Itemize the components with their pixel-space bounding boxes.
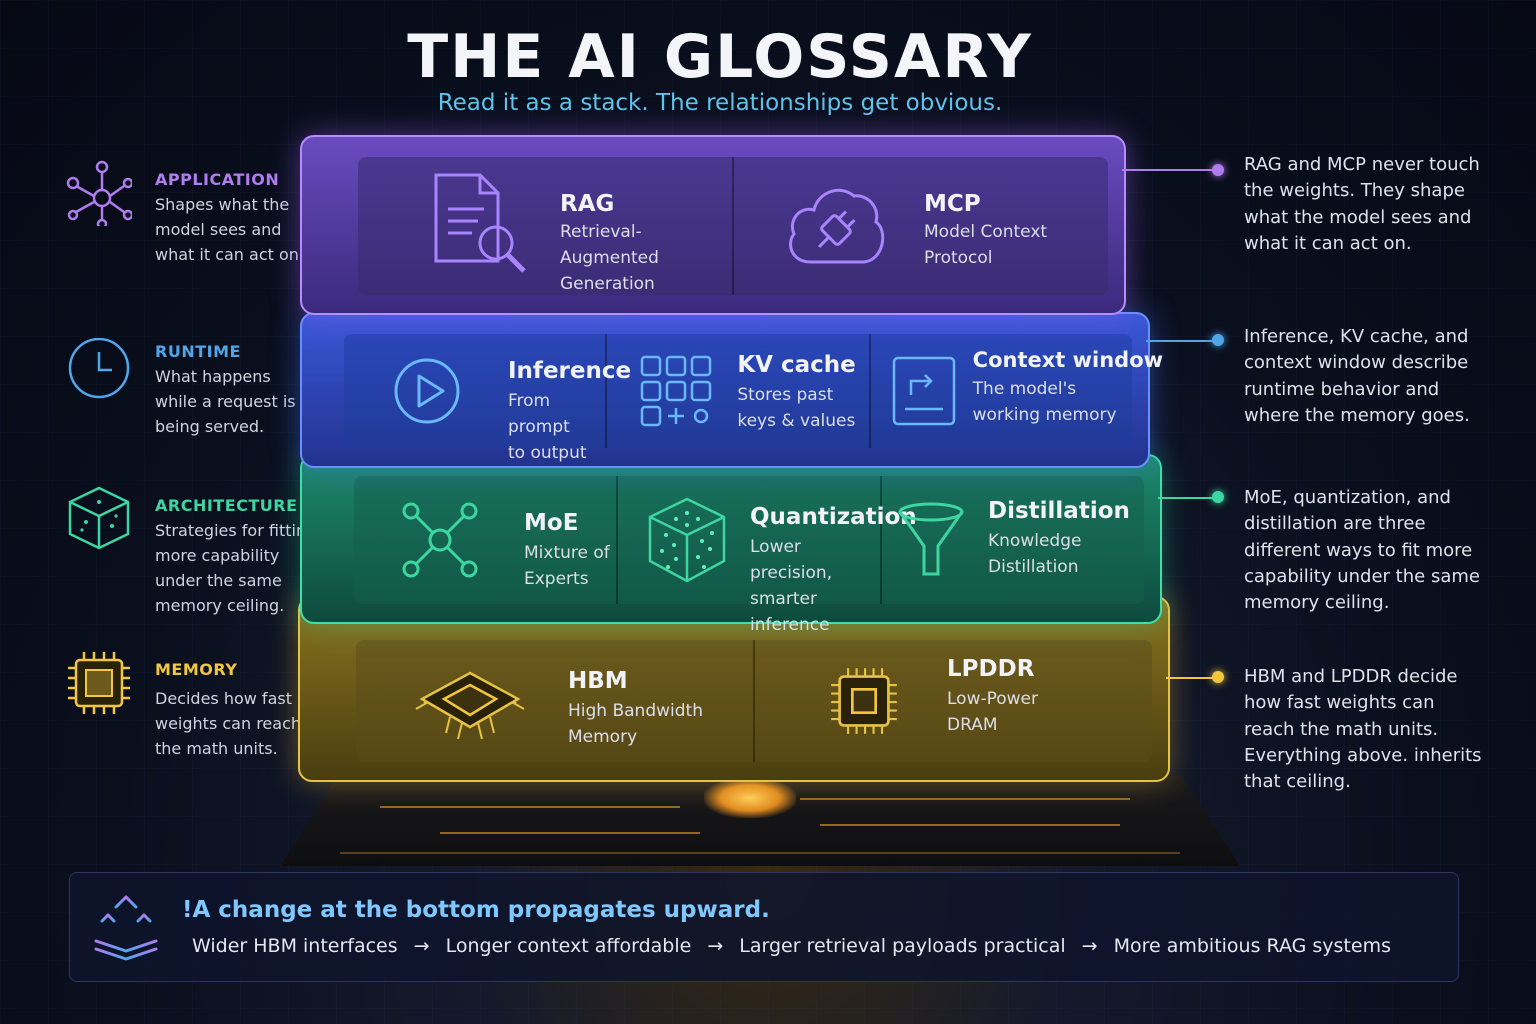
- mcp-sub: Model Context Protocol: [924, 222, 1048, 268]
- connector-application: [1122, 169, 1218, 171]
- flow-step-3: Larger retrieval payloads practical: [739, 935, 1066, 957]
- connector-architecture: [1158, 497, 1218, 499]
- cube-icon: [68, 486, 130, 550]
- note-application: RAG and MCP never touch the weights. The…: [1244, 154, 1480, 254]
- propagation-title: !A change at the bottom propagates upwar…: [182, 897, 770, 923]
- note-architecture: MoE, quantization, and distillation are …: [1244, 487, 1480, 614]
- card-distillation: Distillation Knowledge Distillation: [882, 476, 1144, 604]
- document-search-icon: [434, 173, 526, 273]
- card-moe: MoE Mixture of Experts: [354, 476, 618, 604]
- flow-step-4: More ambitious RAG systems: [1113, 935, 1391, 957]
- legend-application-desc: Shapes what the model sees and what it c…: [155, 195, 304, 264]
- legend-application: APPLICATION Shapes what the model sees a…: [66, 160, 326, 270]
- moe-title: MoE: [524, 510, 579, 536]
- flow-arrow: →: [1081, 935, 1098, 957]
- lpddr-sub: Low-Power DRAM: [947, 689, 1039, 735]
- legend-runtime-desc: What happens while a request is being se…: [155, 367, 296, 436]
- layer-application: RAG Retrieval-Augmented Generation MCP M…: [300, 135, 1126, 315]
- legend-memory-name: MEMORY: [155, 660, 238, 679]
- card-kv-cache: KV cache Stores past keys & values: [607, 334, 871, 448]
- distillation-title: Distillation: [988, 498, 1130, 524]
- card-hbm: HBM High Bandwidth Memory: [356, 640, 755, 762]
- rag-sub: Retrieval-Augmented Generation: [560, 222, 659, 294]
- legend-architecture-name: ARCHITECTURE: [155, 496, 298, 515]
- legend-memory-desc: Decides how fast weights can reach the m…: [155, 689, 302, 758]
- play-icon: [394, 358, 460, 424]
- note-memory: HBM and LPDDR decide how fast weights ca…: [1244, 666, 1482, 793]
- glowing-chip: [704, 778, 796, 818]
- flow-arrow: →: [707, 935, 724, 957]
- layer-architecture: MoE Mixture of Experts Quantization Lowe…: [300, 454, 1162, 635]
- arrows-up-icon: [94, 895, 158, 961]
- kv-cache-title: KV cache: [737, 352, 856, 378]
- connector-runtime: [1146, 340, 1218, 342]
- propagation-flow: Wider HBM interfaces → Longer context affo…: [192, 935, 1391, 957]
- card-mcp: MCP Model Context Protocol: [734, 157, 1108, 295]
- layer-memory: HBM High Bandwidth Memory LPDDR Low-Powe…: [298, 596, 1170, 782]
- context-window-sub: The model's working memory: [972, 379, 1117, 425]
- quantization-title: Quantization: [750, 504, 917, 530]
- kv-cache-sub: Stores past keys & values: [737, 385, 856, 431]
- cloud-plug-icon: [789, 188, 885, 264]
- legend-runtime-name: RUNTIME: [155, 342, 241, 361]
- hub-icon: [402, 502, 478, 578]
- propagation-panel: !A change at the bottom propagates upwar…: [69, 872, 1459, 982]
- grid-icon: [641, 355, 712, 427]
- chip-icon: [831, 668, 897, 734]
- context-window-title: Context window: [972, 348, 1164, 372]
- inference-title: Inference: [508, 358, 632, 384]
- chip-icon: [415, 671, 525, 740]
- layer-runtime: Inference From prompt to output KV cache…: [300, 312, 1163, 468]
- dotted-cube-icon: [648, 497, 726, 583]
- flow-arrow: →: [413, 935, 430, 957]
- legend-memory: MEMORY Decides how fast weights can reac…: [66, 650, 326, 760]
- dot-architecture: [1212, 491, 1224, 503]
- note-runtime: Inference, KV cache, and context window …: [1244, 326, 1470, 426]
- connector-memory: [1166, 677, 1218, 679]
- legend-runtime: RUNTIME What happens while a request is …: [66, 338, 326, 448]
- page-subtitle: Read it as a stack. The relationships ge…: [437, 90, 1003, 116]
- card-rag: RAG Retrieval-Augmented Generation: [358, 157, 734, 295]
- chip-icon: [68, 652, 130, 714]
- quantization-sub: Lower precision, smarter inference: [750, 537, 833, 635]
- card-quantization: Quantization Lower precision, smarter in…: [618, 476, 917, 635]
- legend-architecture: ARCHITECTURE Strategies for fitting more…: [66, 484, 326, 615]
- dot-application: [1212, 164, 1224, 176]
- window-icon: [892, 356, 955, 426]
- dot-memory: [1212, 671, 1224, 683]
- legend-architecture-desc: Strategies for fitting more capability u…: [155, 521, 317, 615]
- hbm-title: HBM: [568, 668, 628, 694]
- flow-step-1: Wider HBM interfaces: [192, 935, 398, 957]
- distillation-sub: Knowledge Distillation: [988, 531, 1082, 577]
- rag-title: RAG: [560, 191, 615, 217]
- lpddr-title: LPDDR: [947, 656, 1035, 682]
- funnel-icon: [898, 502, 964, 576]
- card-inference: Inference From prompt to output: [344, 334, 631, 463]
- dot-runtime: [1212, 334, 1224, 346]
- clock-icon: [68, 338, 130, 399]
- moe-sub: Mixture of Experts: [524, 543, 610, 589]
- page-title: THE AI GLOSSARY: [407, 22, 1033, 92]
- card-lpddr: LPDDR Low-Power DRAM: [755, 640, 1152, 762]
- inference-sub: From prompt to output: [508, 391, 587, 463]
- hbm-sub: High Bandwidth Memory: [568, 701, 703, 747]
- card-context-window: Context window The model's working memor…: [871, 334, 1163, 448]
- mcp-title: MCP: [924, 191, 981, 217]
- flow-step-2: Longer context affordable: [445, 935, 692, 957]
- legend-application-name: APPLICATION: [155, 170, 280, 189]
- network-nodes-icon: [66, 160, 132, 226]
